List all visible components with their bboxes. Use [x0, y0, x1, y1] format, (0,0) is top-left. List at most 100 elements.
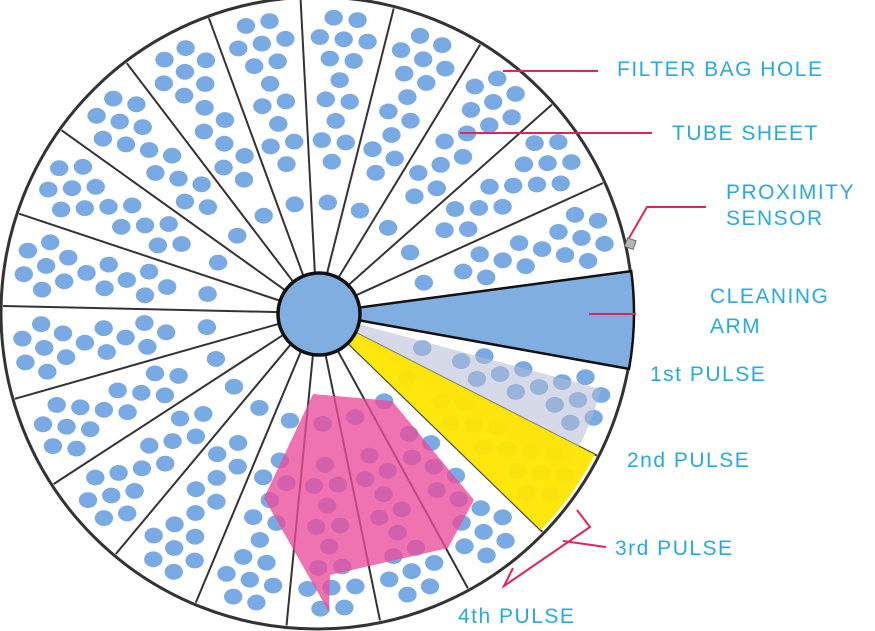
- filter-bag-hole-icon: [195, 99, 214, 116]
- filter-bag-hole-icon: [97, 344, 116, 360]
- filter-bag-hole-icon: [138, 338, 157, 355]
- filter-bag-hole-icon: [112, 218, 131, 235]
- filter-bag-hole-icon: [435, 133, 454, 150]
- filter-bag-hole-icon: [366, 164, 385, 181]
- filter-bag-hole-icon: [207, 493, 226, 510]
- filter-bag-hole-icon: [108, 382, 127, 399]
- filter-bag-hole-icon: [555, 247, 575, 263]
- filter-bag-hole-icon: [340, 93, 359, 110]
- filter-bag-hole-icon: [254, 207, 273, 224]
- filter-bag-hole-icon: [344, 52, 363, 69]
- filter-bag-hole-icon: [588, 212, 608, 229]
- sector-divider: [18, 212, 282, 302]
- sector-divider: [299, 0, 316, 276]
- filter-bag-hole-icon: [435, 222, 454, 239]
- filter-bag-hole-icon: [33, 416, 53, 433]
- filter-bag-hole-icon: [336, 134, 355, 151]
- filter-bag-hole-icon: [260, 75, 280, 92]
- filter-bag-hole-icon: [224, 378, 244, 395]
- filter-bag-hole-icon: [75, 334, 95, 351]
- filter-bag-hole-icon: [194, 123, 214, 140]
- filter-bag-hole-icon: [194, 405, 213, 422]
- cleaning-arm-hub: [276, 271, 362, 357]
- filter-bag-hole-icon: [551, 175, 570, 192]
- leader-lines: [460, 70, 706, 590]
- filter-bag-hole-icon: [493, 198, 512, 215]
- sector-divider: [194, 347, 304, 603]
- filter-bag-hole-icon: [245, 58, 264, 75]
- filter-bag-hole-icon: [109, 464, 128, 481]
- sector-divider: [335, 44, 481, 282]
- sector-divider: [126, 62, 295, 284]
- filter-bag-hole-icon: [169, 367, 188, 384]
- filter-bag-hole-icon: [276, 30, 295, 47]
- cleaning-arm-label-line-2: ARM: [710, 315, 762, 338]
- filter-bag-hole-icon: [514, 156, 534, 173]
- filter-bag-hole-icon: [425, 554, 444, 571]
- filter-bag-hole-icon: [144, 527, 163, 544]
- filter-bag-hole-icon: [240, 571, 259, 588]
- sector-divider: [325, 8, 395, 277]
- proximity-sensor-icon: [623, 237, 637, 251]
- filter-bag-hole-icon: [538, 155, 557, 172]
- pulse-2-label: 2nd PULSE: [627, 449, 751, 472]
- filter-bag-hole-icon: [445, 201, 465, 217]
- filter-bag-hole-icon: [163, 433, 182, 450]
- filter-bag-hole-icon: [461, 101, 481, 118]
- filter-bag-hole-icon: [324, 9, 343, 26]
- filter-bag-hole-icon: [139, 263, 159, 280]
- sector-divider: [14, 322, 281, 400]
- filter-bag-hole-icon: [110, 113, 129, 130]
- pulse-3-sector: [338, 326, 595, 531]
- filter-bag-hole-icon: [116, 136, 136, 153]
- filter-bag-hole-icon: [155, 51, 174, 68]
- filter-bag-hole-icon: [453, 148, 473, 165]
- filter-bag-hole-icon: [50, 160, 69, 177]
- filter-bag-hole-icon: [14, 266, 34, 283]
- filter-bag-hole-icon: [455, 538, 474, 555]
- filter-bag-hole-icon: [198, 286, 217, 302]
- filter-bag-hole-icon: [480, 178, 499, 195]
- sector-divider: [351, 182, 604, 299]
- sector-divider: [344, 103, 553, 289]
- filter-bag-hole-icon: [310, 29, 329, 45]
- filter-bag-hole-icon: [322, 153, 341, 170]
- filter-bag-hole-icon: [18, 242, 38, 259]
- filter-bag-hole-icon: [572, 229, 591, 246]
- cleaning-arm-label-line-1: CLEANING: [710, 285, 830, 308]
- filter-bag-hole-icon: [480, 117, 499, 134]
- filter-bag-hole-icon: [125, 482, 144, 499]
- filter-bag-hole-icon: [144, 551, 163, 568]
- filter-bag-hole-icon: [99, 256, 118, 273]
- filter-bag-hole-icon: [176, 40, 195, 57]
- filter-bag-hole-icon: [316, 91, 335, 108]
- filter-bag-hole-icon: [254, 469, 273, 486]
- filter-bag-hole-icon: [350, 202, 370, 219]
- filter-bag-hole-icon: [159, 216, 178, 232]
- filter-bag-hole-icon: [595, 235, 614, 252]
- filter-bag-hole-icon: [170, 410, 190, 427]
- filter-bag-hole-icon: [54, 273, 74, 290]
- filter-bag-hole-icon: [235, 147, 254, 164]
- filter-bag-hole-icon: [94, 510, 114, 527]
- filter-bag-hole-icon: [164, 563, 183, 580]
- filter-bag-hole-icon: [506, 85, 525, 102]
- filter-bag-hole-icon: [196, 76, 215, 92]
- filter-bag-hole-icon: [326, 112, 345, 129]
- filter-bag-hole-icon: [78, 492, 98, 509]
- filter-bag-hole-icon: [250, 531, 269, 548]
- filter-bag-hole-icon: [41, 234, 60, 251]
- filter-bag-hole-icon: [401, 112, 420, 129]
- filter-bag-hole-icon: [186, 481, 206, 498]
- filter-bag-hole-icon: [454, 263, 473, 280]
- filter-bag-hole-icon: [276, 93, 296, 110]
- filter-bag-hole-icon: [334, 31, 353, 48]
- filter-bag-hole-icon: [118, 404, 137, 421]
- filter-bag-hole-icon: [196, 52, 216, 69]
- filter-bag-hole-icon: [81, 421, 100, 438]
- filter-bag-hole-icon: [285, 196, 304, 213]
- cleaning-arm: [353, 269, 636, 371]
- filter-bag-hole-icon: [414, 51, 433, 68]
- filter-bag-hole-icon: [13, 330, 32, 347]
- pulse-overlays: [264, 323, 601, 612]
